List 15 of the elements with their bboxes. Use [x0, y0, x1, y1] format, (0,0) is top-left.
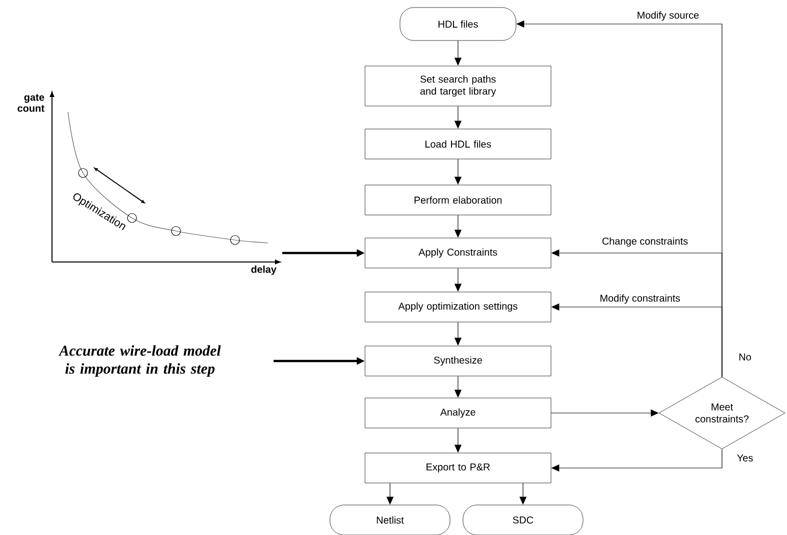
edge-label: Modify constraints: [598, 293, 682, 305]
branch-label: No: [739, 354, 751, 360]
edge-label: Modify source: [636, 10, 700, 22]
edge-label: Change constraints: [600, 236, 690, 248]
process-box: Perform elaboration: [364, 184, 552, 216]
process-box: Apply optimization settings: [364, 292, 552, 322]
process-box: Apply Constraints: [364, 238, 552, 268]
edge-label: Yes: [736, 454, 754, 462]
process-box: Set search paths and target library: [364, 66, 552, 106]
process-box: Synthesize: [364, 346, 552, 376]
process-box: Load HDL files: [364, 128, 552, 160]
note-text: Accurate wire-load model is important in this step: [58, 345, 221, 377]
chart-drawing: [50, 92, 280, 264]
process-box: Export to P&R: [364, 452, 552, 484]
process-box: Analyze: [364, 398, 552, 428]
